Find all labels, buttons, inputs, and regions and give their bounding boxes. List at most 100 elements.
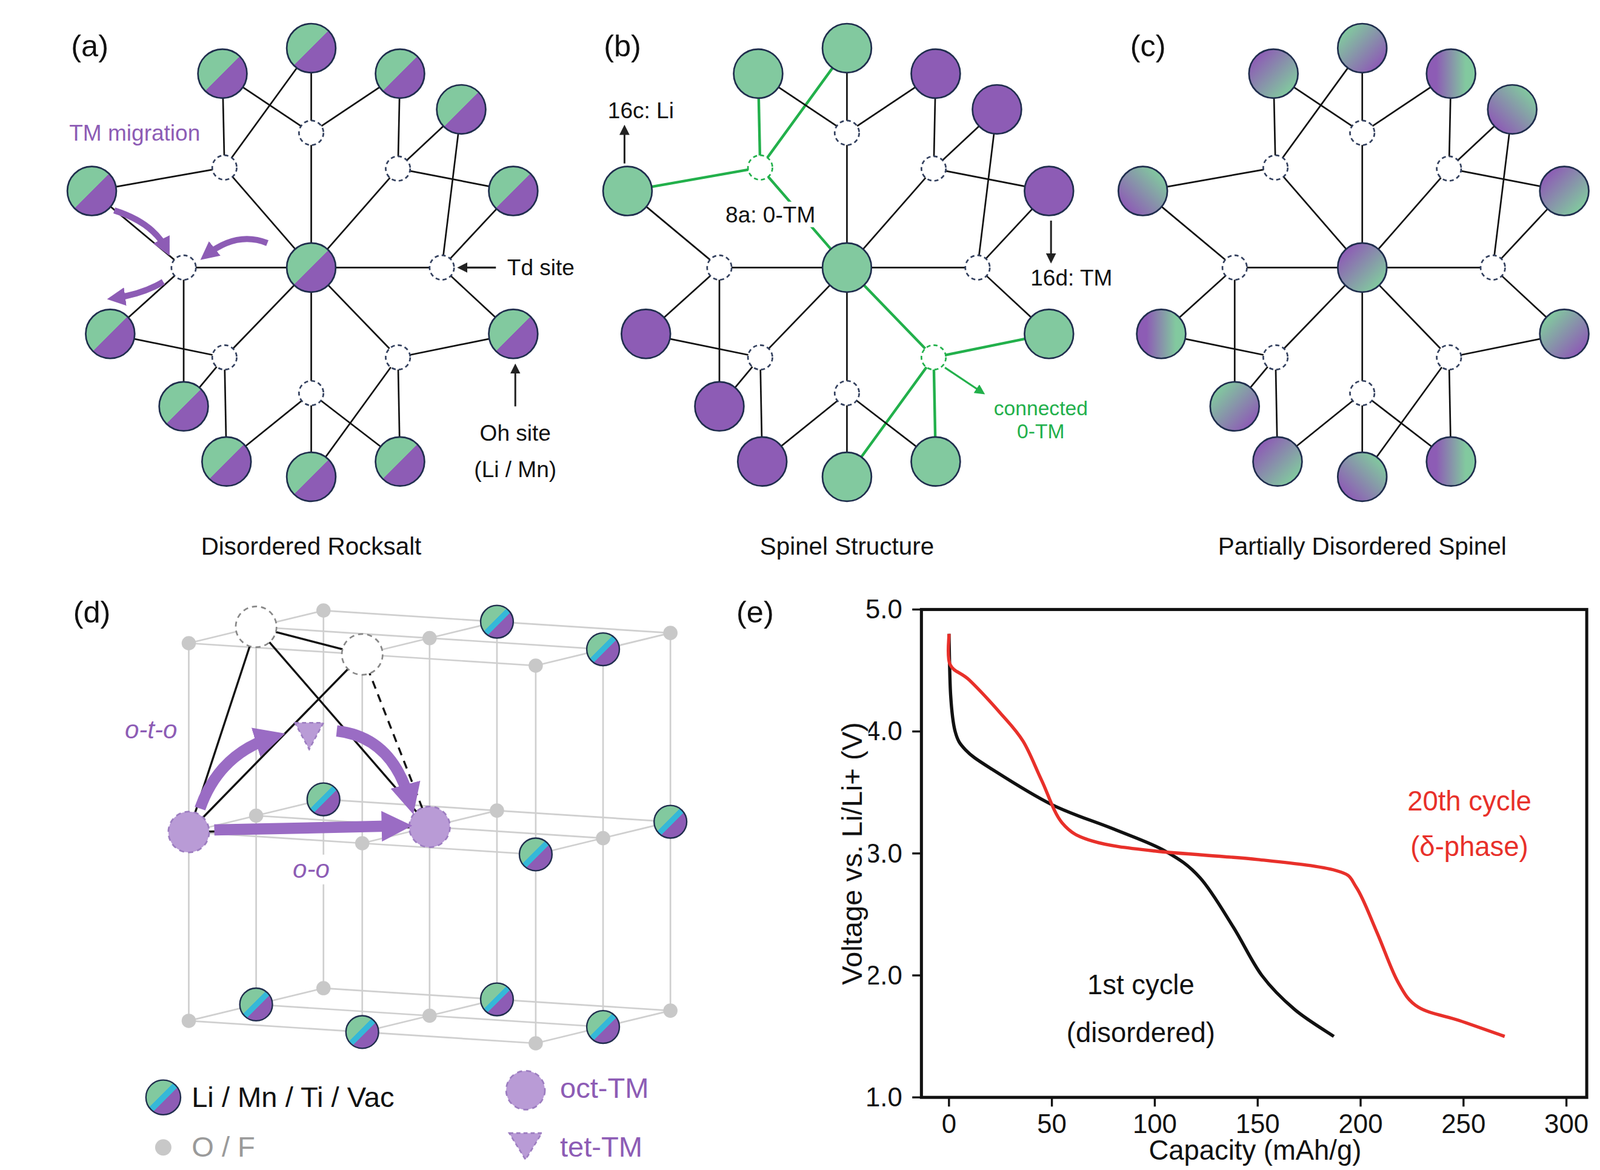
grid-line [323,987,497,1000]
lattice-grid [188,610,671,1044]
lattice-bonds [92,47,514,477]
anion-site [249,808,264,824]
oh-site-circle [1540,309,1590,359]
cation-site [586,632,620,666]
leader-arrow [623,128,626,164]
path-label: o-o [290,854,332,884]
td-site-circle [298,120,324,145]
grid-line [362,1031,536,1044]
td-site-circle [298,380,324,405]
axis-tick-label: 2.0 [863,960,905,991]
oh-site-circle [621,309,671,359]
panel-title: Partially Disordered Spinel [1216,532,1509,560]
axis-tick-label: 5.0 [863,593,905,625]
anion-site [355,835,370,851]
axis-tick-mark [912,608,922,611]
oh-site-circle [972,84,1022,134]
oh-site-circle [488,166,538,216]
grid-line [669,632,672,822]
legend-text: O / F [189,1130,257,1164]
oh-site-circle [603,166,653,216]
grid-line [362,653,536,666]
td-site-circle [1436,156,1462,181]
anion-site [595,830,611,846]
empty-oct-site [341,633,383,675]
panel-label: (e) [734,594,776,630]
series-label: (δ-phase) [1408,830,1531,863]
oh-site-circle [733,49,784,99]
oh-site-circle [1210,381,1260,431]
oo-arrow [214,825,400,830]
anion-site [181,1013,197,1028]
oto-arrow [200,736,274,809]
grid-line [429,1015,604,1028]
anion-site [316,980,331,996]
axis-tick-mark [1050,1096,1053,1107]
tetrahedron-edge [256,626,430,827]
td-site-circle [429,255,454,280]
cation-site [346,1015,379,1049]
axis-tick-mark [912,1096,922,1099]
axis-tick-mark [947,1096,950,1107]
grid-line [429,826,604,839]
grid-line [361,843,364,1032]
cation-site [519,838,553,871]
oh-site-circle [1024,309,1074,359]
anion-site [528,658,544,673]
grid-line [602,649,605,838]
axis-tick-mark [1256,1096,1259,1107]
oh-site-circle [1136,309,1187,359]
oh-site-circle [1337,243,1387,293]
oct-tm-site [409,806,450,847]
panel-title: Disordered Rocksalt [199,532,424,560]
td-site-circle [1350,380,1375,405]
td-site-circle [212,344,237,370]
annotation: 16d: TM [1028,264,1114,291]
axis-tick-label: 50 [1035,1108,1069,1139]
migration-arrow [206,238,268,256]
oh-site-circle [198,49,248,99]
axis-tick-label: 300 [1542,1108,1591,1139]
oh-site-circle [286,23,336,73]
lattice-network [67,23,538,502]
oh-site-circle [85,309,135,359]
oh-site-circle [1337,23,1387,73]
axis-tick-label: 4.0 [863,715,905,747]
axis-tick-mark [1462,1096,1465,1107]
oct-tm-site [168,811,210,853]
td-site-circle [1436,344,1462,370]
oh-site-circle [1426,49,1476,99]
td-site-circle [834,120,859,145]
oh-site-circle [822,452,872,502]
panel-label: (b) [601,28,644,64]
oh-site-circle [1426,436,1476,487]
axis-title: Capacity (mAh/g) [1146,1133,1364,1166]
anion-site [489,803,505,818]
anion-site [663,625,678,640]
annotation: TM migration [67,120,202,147]
tet-tm-site [295,722,324,750]
grid-line [496,999,671,1011]
td-site-circle [965,255,990,280]
grid-line [323,610,497,622]
panel-label: (a) [69,28,111,64]
grid-line [428,638,431,827]
grid-line [496,621,671,634]
td-site-circle [747,155,773,180]
grid-line [496,621,499,811]
oh-site-circle [1249,49,1299,99]
series-label: 20th cycle [1405,785,1534,817]
td-site-circle [834,380,859,405]
oh-site-circle [67,166,117,216]
td-site-circle [171,255,196,280]
td-site-circle [1350,120,1375,145]
series-label: 1st cycle [1085,969,1197,1001]
oh-site-circle [488,309,538,359]
grid-line [256,626,430,639]
cation-site [480,983,514,1016]
anion-site [181,635,197,651]
grid-line [428,826,431,1016]
annotation: 16c: Li [606,97,676,124]
td-site-circle [707,255,732,280]
